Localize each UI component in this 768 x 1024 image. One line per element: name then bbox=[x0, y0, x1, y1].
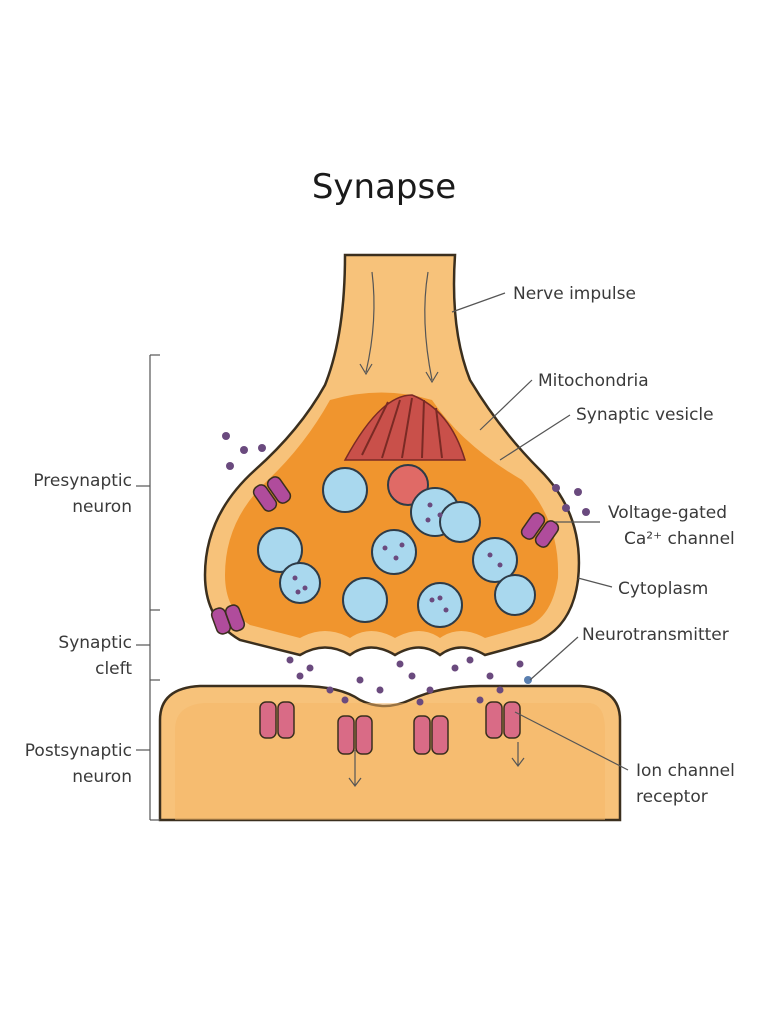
label-postsynaptic-1: Postsynaptic bbox=[25, 741, 132, 761]
label-neurotransmitter: Neurotransmitter bbox=[582, 625, 729, 645]
label-mitochondria: Mitochondria bbox=[538, 371, 649, 391]
vesicle bbox=[439, 501, 481, 543]
label-postsynaptic-2: neuron bbox=[72, 767, 132, 787]
vesicle bbox=[257, 527, 303, 573]
vesicle bbox=[417, 582, 463, 628]
voltage-gated-ca-channels bbox=[210, 476, 560, 635]
label-cytoplasm: Cytoplasm bbox=[618, 579, 708, 599]
vesicle bbox=[472, 537, 518, 583]
label-leader-lines bbox=[451, 292, 629, 771]
label-voltage-gated-2: Ca²⁺ channel bbox=[624, 529, 735, 549]
vesicle bbox=[342, 577, 388, 623]
label-cleft-2: cleft bbox=[95, 659, 132, 679]
nerve-impulse-arrows bbox=[359, 271, 439, 384]
calcium-ions bbox=[222, 432, 590, 516]
label-ion-channel-2: receptor bbox=[636, 787, 708, 807]
ion-flow-arrows bbox=[348, 742, 525, 787]
neurotransmitter-molecules bbox=[286, 656, 532, 706]
label-nerve-impulse: Nerve impulse bbox=[513, 284, 636, 304]
label-presynaptic-1: Presynaptic bbox=[33, 471, 132, 491]
postsynaptic-neuron bbox=[158, 684, 622, 822]
label-synaptic-vesicle: Synaptic vesicle bbox=[576, 405, 714, 425]
ion-channel-receptors bbox=[259, 701, 521, 755]
vesicle bbox=[279, 562, 321, 604]
label-ion-channel-1: Ion channel bbox=[636, 761, 735, 781]
label-cleft-1: Synaptic bbox=[58, 633, 132, 653]
vesicle bbox=[494, 574, 536, 616]
vesicle-contents bbox=[292, 502, 503, 613]
left-brackets bbox=[136, 354, 160, 821]
label-presynaptic-2: neuron bbox=[72, 497, 132, 517]
synaptic-vesicles bbox=[257, 464, 536, 628]
diagram-title: Synapse bbox=[312, 167, 456, 207]
mitochondria bbox=[343, 394, 467, 461]
vesicle bbox=[322, 467, 368, 513]
vesicle bbox=[371, 529, 417, 575]
label-voltage-gated-1: Voltage-gated bbox=[608, 503, 727, 523]
